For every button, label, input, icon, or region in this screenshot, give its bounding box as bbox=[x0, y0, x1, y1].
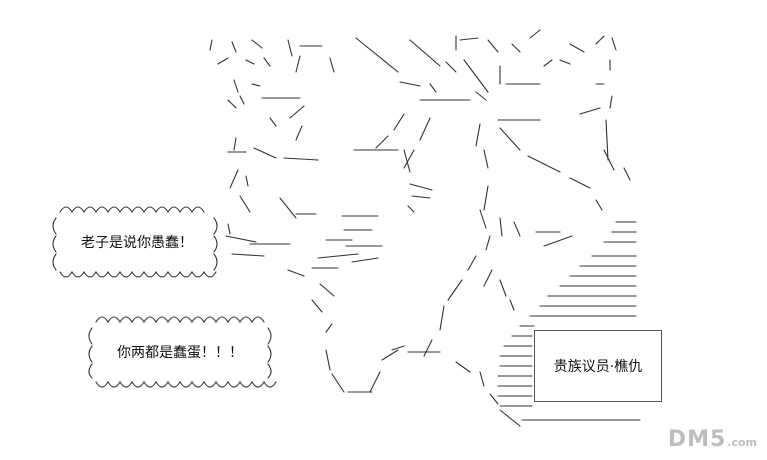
bubble-2-border bbox=[88, 316, 277, 388]
speech-bubble-2-text: 你两都是蠢蛋！！！ bbox=[117, 345, 243, 361]
character-name-label: 贵族议员·樵仇 bbox=[534, 330, 662, 402]
site-watermark: DM5 .com bbox=[668, 427, 757, 452]
body-strokes bbox=[353, 29, 641, 427]
character-name-text: 贵族议员·樵仇 bbox=[553, 359, 643, 375]
speech-bubble-1-text: 老子是说你愚蠢！ bbox=[81, 235, 193, 251]
speech-bubble-2: 你两都是蠢蛋！！！ bbox=[88, 322, 272, 382]
watermark-suffix: .com bbox=[727, 436, 757, 449]
bubble-1-border bbox=[52, 206, 218, 278]
watermark-main: DM5 bbox=[667, 427, 727, 452]
arm-strokes bbox=[225, 195, 399, 393]
hatching bbox=[497, 221, 637, 407]
hair-strokes bbox=[209, 39, 335, 189]
speech-bubble-1: 老子是说你愚蠢！ bbox=[52, 212, 222, 272]
